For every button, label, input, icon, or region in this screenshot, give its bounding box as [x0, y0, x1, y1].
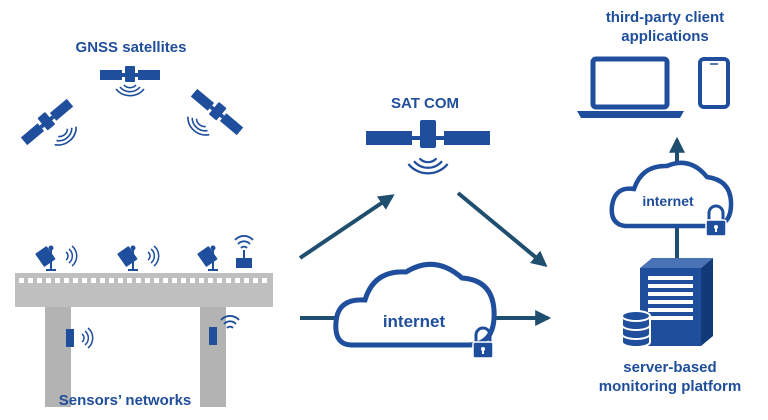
bridge-railing-slot	[244, 278, 249, 283]
arrow-sensors-to-satcom	[298, 194, 395, 260]
laptop-icon	[577, 56, 684, 118]
bridge-railing-slot	[28, 278, 33, 283]
bridge-railing-slot	[172, 278, 177, 283]
bridge-structure	[15, 273, 273, 407]
bridge-railing-slot	[154, 278, 159, 283]
clients-label-line1: third-party client	[605, 9, 725, 26]
bridge-railing-slot	[55, 278, 60, 283]
bridge-railing-slot	[163, 278, 168, 283]
internet-cloud-label: internet	[642, 193, 694, 209]
gnss-satellite-left-icon	[18, 95, 82, 151]
bridge-railing-slot	[109, 278, 114, 283]
internet-main-label: internet	[383, 312, 446, 331]
bridge-railing-slot	[226, 278, 231, 283]
bridge-railing-slot	[37, 278, 42, 283]
bridge-railing-slot	[199, 278, 204, 283]
server-icon	[640, 258, 713, 346]
database-icon	[621, 310, 651, 348]
gnss-satellite-center-icon	[100, 66, 160, 97]
bridge-railing-slot	[127, 278, 132, 283]
bridge-railing-slot	[217, 278, 222, 283]
gnss-satellite-right-icon	[182, 85, 246, 141]
bridge-railing-slot	[91, 278, 96, 283]
bridge-railing-slot	[46, 278, 51, 283]
smartphone-icon	[698, 57, 730, 109]
bridge-railing-slot	[253, 278, 258, 283]
bridge-sensor-1-icon	[34, 244, 78, 271]
server-label-line1: server-based	[623, 359, 717, 376]
clients-label-line2: applications	[621, 28, 709, 45]
bridge-railing-slot	[235, 278, 240, 283]
arrow-satcom-to-server	[456, 191, 548, 268]
bridge-railing-slot	[208, 278, 213, 283]
bridge-railing-slot	[64, 278, 69, 283]
internet-main-cloud-icon: internet	[333, 261, 497, 348]
bridge-railing-slot	[136, 278, 141, 283]
server-label-line2: monitoring platform	[598, 378, 742, 395]
bridge-railing-slot	[118, 278, 123, 283]
pillar-sensor-left-icon	[66, 327, 94, 349]
gnss-satellites-label: GNSS satellites	[75, 39, 187, 56]
bridge-railing-slot	[145, 278, 150, 283]
gateway-router-icon	[234, 235, 254, 268]
bridge-railing-slot	[181, 278, 186, 283]
bridge-sensor-2-icon	[116, 244, 160, 271]
bridge-railing-slot	[100, 278, 105, 283]
bridge-railing-slot	[262, 278, 267, 283]
bridge-railing-slot	[190, 278, 195, 283]
bridge-railing-slot	[19, 278, 24, 283]
sensors-networks-label: Sensors’ networks	[58, 392, 192, 409]
satcom-satellite-icon	[366, 120, 490, 175]
bridge-railing-slot	[73, 278, 78, 283]
bridge-sensor-3-icon	[196, 244, 219, 271]
pillar-sensor-right-icon	[209, 315, 240, 345]
bridge-railing-slot	[82, 278, 87, 283]
internet-cloud-icon: internet	[609, 160, 734, 229]
satcom-label: SAT COM	[390, 95, 460, 112]
